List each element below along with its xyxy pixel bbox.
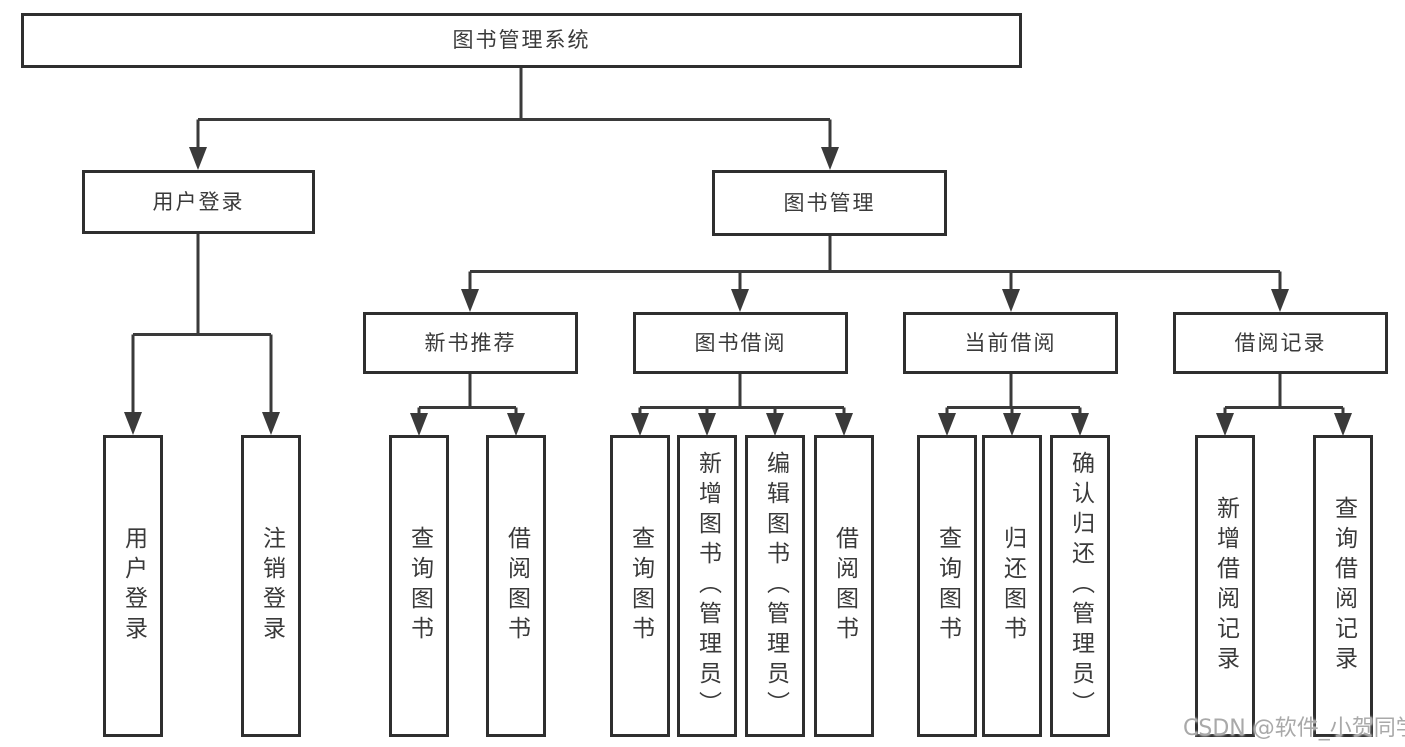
- node-book-management: 图书管理: [712, 170, 947, 236]
- arrowhead-icons: [124, 147, 1352, 436]
- leaf-query-borrow-record: 查询借阅记录: [1313, 435, 1373, 737]
- leaf-borrow-books: 借阅图书: [814, 435, 874, 737]
- leaf-add-book-admin: 新增图书（管理员）: [677, 435, 737, 737]
- leaf-confirm-return-admin: 确认归还（管理员）: [1050, 435, 1110, 737]
- leaf-edit-book-admin: 编辑图书（管理员）: [745, 435, 805, 737]
- leaf-query-books-borrow: 查询图书: [610, 435, 670, 737]
- leaf-borrow-books-recommend: 借阅图书: [486, 435, 546, 737]
- leaf-return-book: 归还图书: [982, 435, 1042, 737]
- node-user-login: 用户登录: [82, 170, 315, 234]
- leaf-add-borrow-record: 新增借阅记录: [1195, 435, 1255, 737]
- node-root: 图书管理系统: [21, 13, 1022, 68]
- watermark: CSDN @软件_小贺同学: [1183, 716, 1405, 741]
- leaf-logout: 注销登录: [241, 435, 301, 737]
- node-book-borrow: 图书借阅: [633, 312, 848, 374]
- node-new-book-recommend: 新书推荐: [363, 312, 578, 374]
- leaf-query-books-recommend: 查询图书: [389, 435, 449, 737]
- node-current-borrow: 当前借阅: [903, 312, 1118, 374]
- node-borrow-records: 借阅记录: [1173, 312, 1388, 374]
- leaf-user-login: 用户登录: [103, 435, 163, 737]
- leaf-query-books-current: 查询图书: [917, 435, 977, 737]
